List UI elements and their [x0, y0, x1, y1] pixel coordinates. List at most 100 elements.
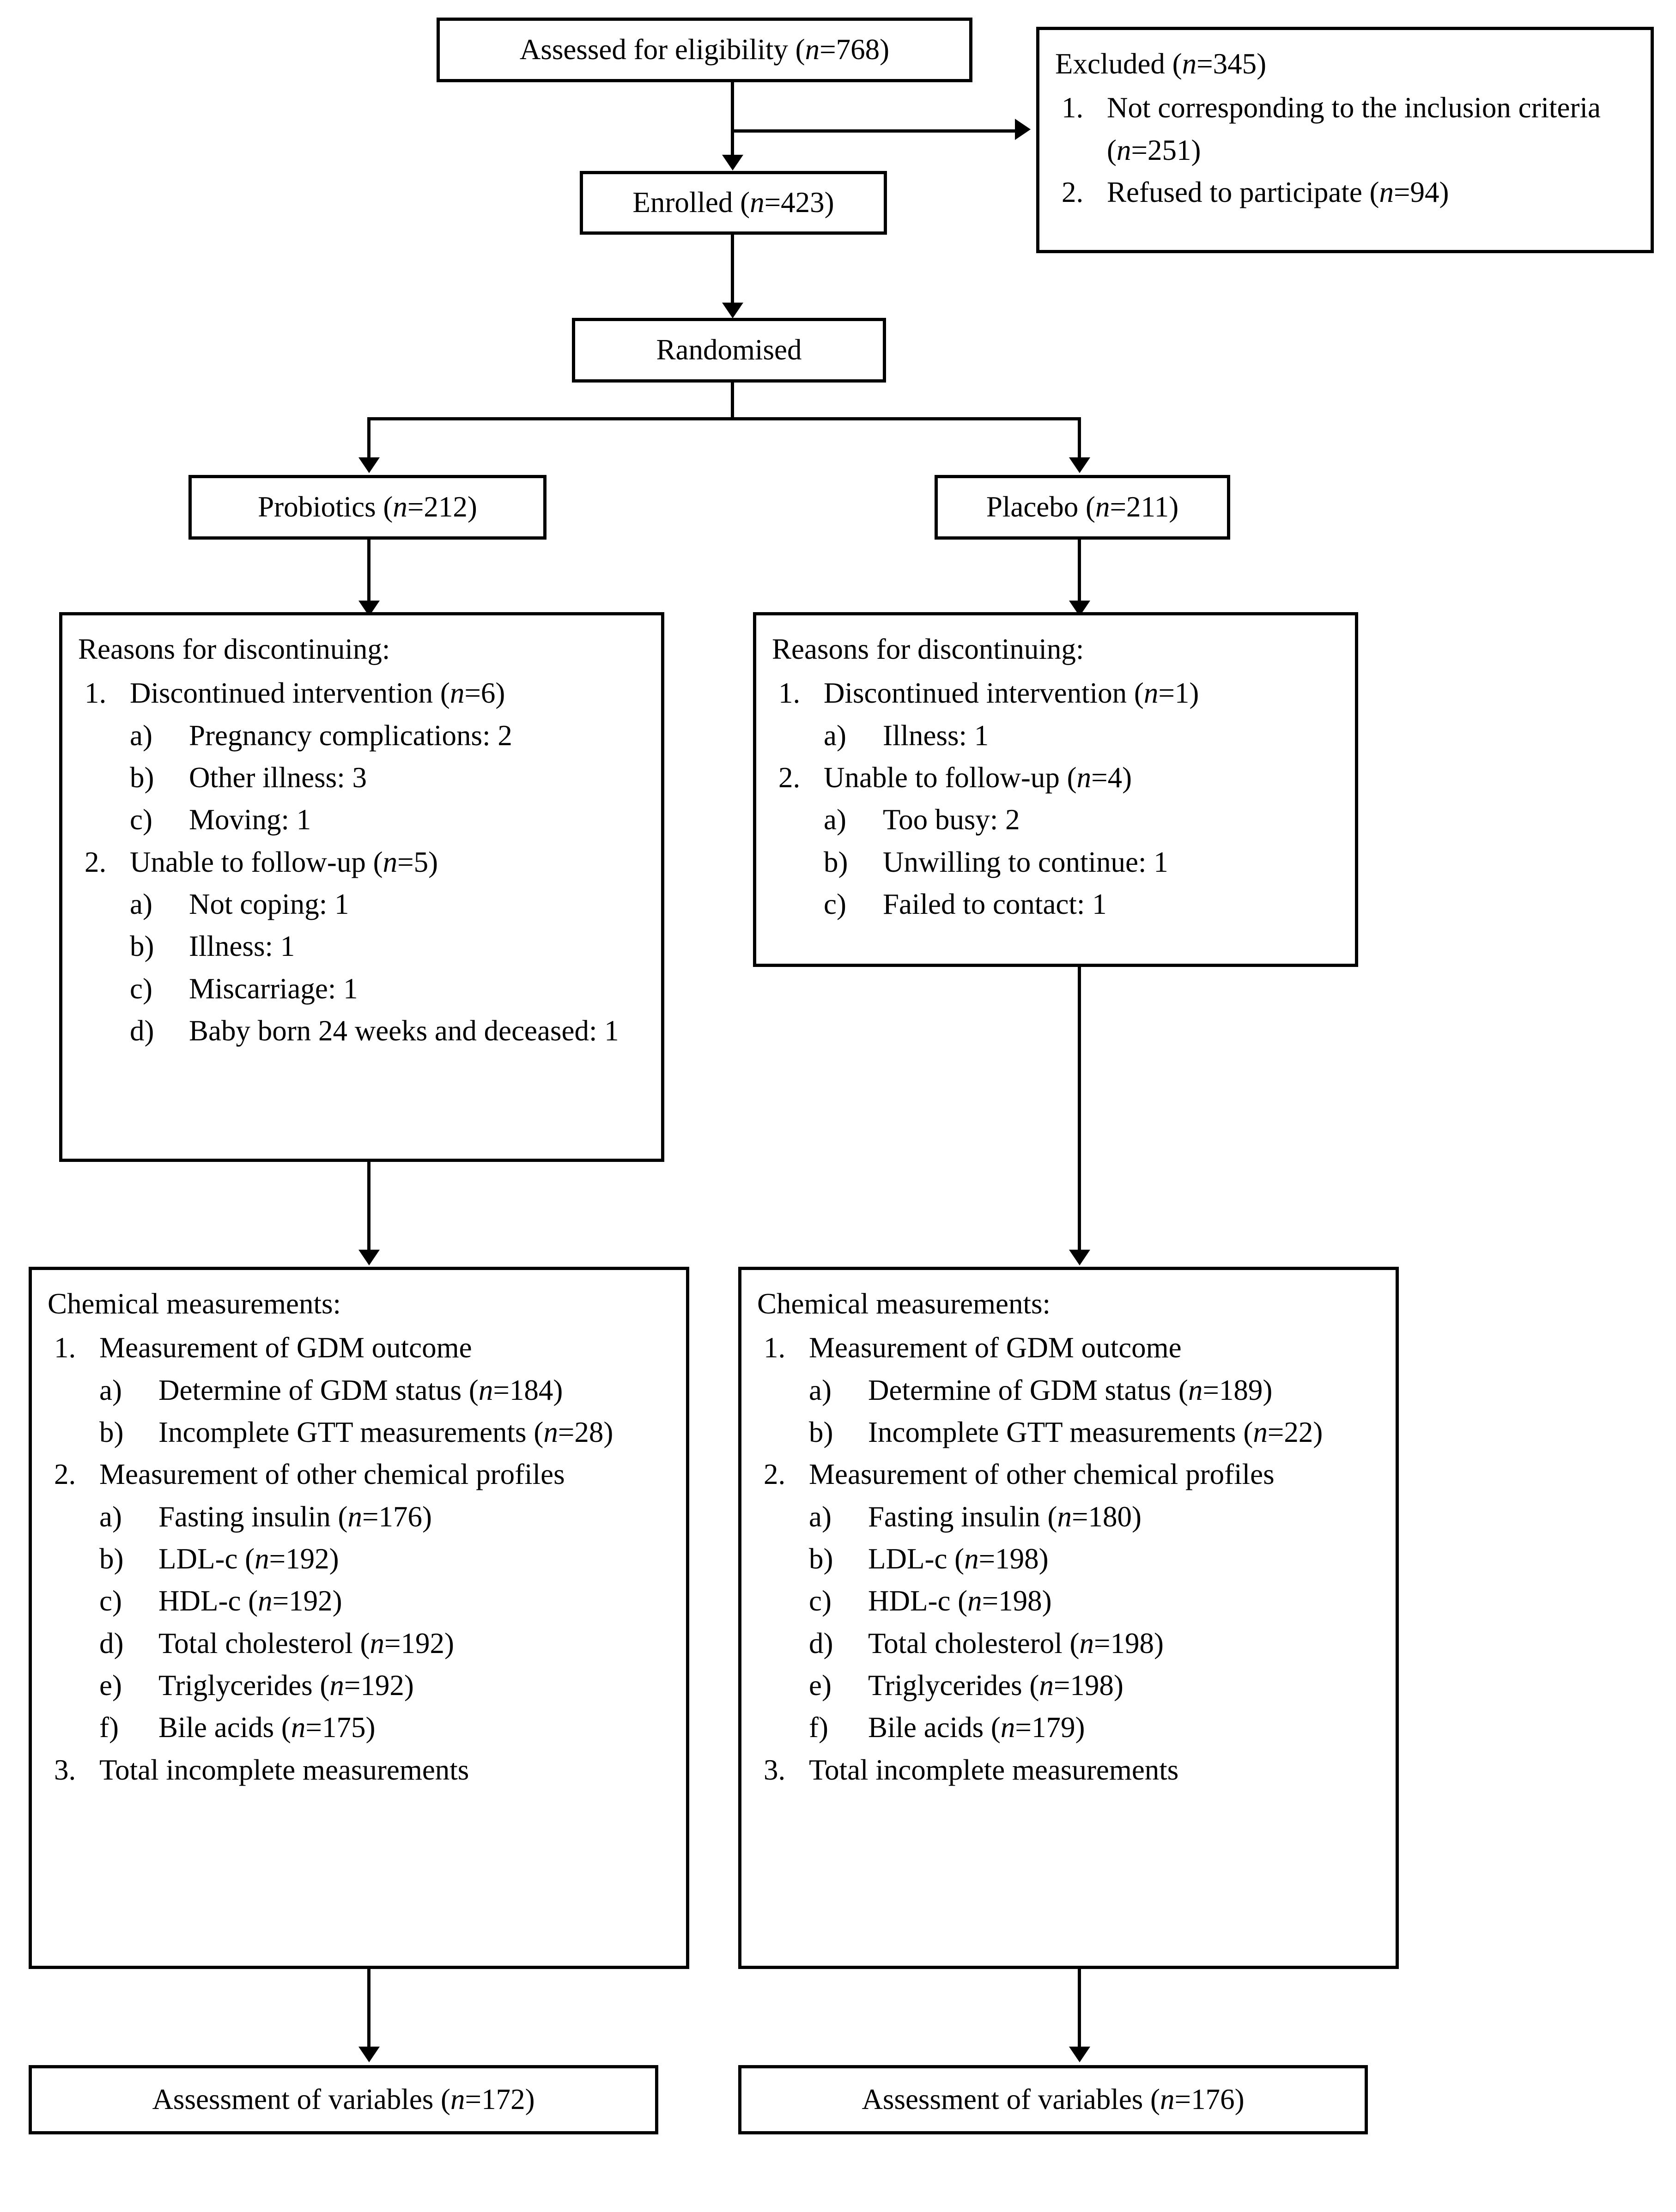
sub-list: a)Illness: 1 [824, 715, 1341, 757]
list-number: a) [99, 1500, 122, 1533]
node-placebo-measurements: Chemical measurements: 1.Measurement of … [738, 1267, 1399, 1969]
list-item: 2.Unable to follow-up (n=4) a)Too busy: … [772, 757, 1341, 925]
list-item: a)Too busy: 2 [824, 799, 1341, 841]
list-item: 1.Discontinued intervention (n=1) a)Illn… [772, 672, 1341, 757]
connector-placebo-to-discontinue [1078, 540, 1081, 607]
list-number: e) [809, 1669, 832, 1702]
list-number: b) [809, 1543, 833, 1575]
node-placebo-discontinuing: Reasons for discontinuing: 1.Discontinue… [753, 612, 1358, 967]
measurements-list: 1.Measurement of GDM outcome a)Determine… [757, 1327, 1382, 1791]
list-item: a)Fasting insulin (n=180) [809, 1496, 1382, 1538]
list-number: a) [99, 1373, 122, 1406]
sub-list: a)Determine of GDM status (n=184) b)Inco… [99, 1369, 672, 1454]
connector-randomised-down [731, 383, 734, 419]
list-number: e) [99, 1669, 122, 1702]
node-excluded: Excluded (n=345) 1.Not corresponding to … [1036, 27, 1654, 253]
sub-list: a)Fasting insulin (n=180) b)LDL-c (n=198… [809, 1496, 1382, 1749]
connector-split-horizontal [367, 417, 1081, 420]
node-excluded-list: 1.Not corresponding to the inclusion cri… [1055, 87, 1637, 213]
list-number: a) [824, 719, 846, 752]
node-probiotics-discontinuing: Reasons for discontinuing: 1.Discontinue… [59, 612, 664, 1162]
discontinuing-lead: Reasons for discontinuing: [772, 633, 1084, 665]
list-item: 2.Refused to participate (n=94) [1055, 171, 1637, 213]
sub-list: a)Pregnancy complications: 2 b)Other ill… [130, 715, 647, 841]
connector-enrolled-to-randomised [731, 235, 734, 309]
list-number: 1. [85, 677, 107, 710]
node-probiotics-measurements: Chemical measurements: 1.Measurement of … [29, 1267, 689, 1969]
discontinuing-list: 1.Discontinued intervention (n=1) a)Illn… [772, 672, 1341, 925]
list-item: 3.Total incomplete measurements [757, 1749, 1382, 1791]
list-number: 1. [1062, 91, 1084, 124]
node-placebo-assessment: Assessment of variables (n=176) [738, 2065, 1368, 2134]
list-item: c)HDL-c (n=192) [99, 1580, 672, 1622]
arrowhead-excluded [1015, 119, 1031, 140]
list-number: 2. [764, 1458, 786, 1491]
sub-list: a)Too busy: 2 b)Unwilling to continue: 1… [824, 799, 1341, 925]
list-item: f)Bile acids (n=179) [809, 1707, 1382, 1749]
list-number: c) [99, 1585, 122, 1617]
connector-probiotics-to-measurements [367, 1162, 370, 1261]
measurements-lead: Chemical measurements: [757, 1288, 1051, 1320]
arrowhead-enrolled [722, 155, 743, 170]
connector-placebo-to-measurements [1078, 967, 1081, 1261]
node-placebo: Placebo (n=211) [935, 475, 1230, 540]
list-number: a) [809, 1500, 832, 1533]
connector-placebo-to-assessment [1078, 1969, 1081, 2056]
arrowhead-randomised [722, 303, 743, 318]
list-item: 1.Measurement of GDM outcome a)Determine… [757, 1327, 1382, 1453]
arrowhead-probiotics [358, 457, 380, 473]
connector-probiotics-to-assessment [367, 1969, 370, 2056]
list-number: d) [130, 1015, 154, 1047]
sub-list: a)Determine of GDM status (n=189) b)Inco… [809, 1369, 1382, 1454]
node-randomised: Randomised [572, 318, 886, 383]
list-item: a)Illness: 1 [824, 715, 1341, 757]
list-item: f)Bile acids (n=175) [99, 1707, 672, 1749]
discontinuing-list: 1.Discontinued intervention (n=6) a)Preg… [78, 672, 647, 1052]
list-number: 2. [54, 1458, 76, 1491]
list-item: c)Moving: 1 [130, 799, 647, 841]
list-item: 2.Measurement of other chemical profiles… [757, 1453, 1382, 1749]
connector-split-right [1078, 417, 1081, 463]
connector-probiotics-to-discontinue [367, 540, 370, 607]
list-item: a)Determine of GDM status (n=189) [809, 1369, 1382, 1411]
list-number: a) [824, 803, 846, 836]
connector-assessed-to-enrolled [731, 82, 734, 161]
list-number: a) [130, 719, 152, 752]
list-number: 3. [54, 1753, 76, 1786]
connector-split-left [367, 417, 370, 463]
measurements-list: 1.Measurement of GDM outcome a)Determine… [48, 1327, 672, 1791]
list-number: b) [99, 1543, 124, 1575]
list-number: b) [130, 930, 154, 963]
list-number: c) [809, 1585, 832, 1617]
arrowhead-placebo [1069, 457, 1090, 473]
list-item: b)Incomplete GTT measurements (n=28) [99, 1411, 672, 1453]
list-item: d)Total cholesterol (n=192) [99, 1623, 672, 1665]
list-item: c)Miscarriage: 1 [130, 968, 647, 1010]
list-item: a)Determine of GDM status (n=184) [99, 1369, 672, 1411]
list-item: a)Fasting insulin (n=176) [99, 1496, 672, 1538]
connector-to-excluded [731, 129, 1017, 133]
node-placebo-label: Placebo (n=211) [986, 491, 1179, 523]
list-item: e)Triglycerides (n=198) [809, 1665, 1382, 1707]
list-number: c) [130, 803, 152, 836]
list-item: b)LDL-c (n=192) [99, 1538, 672, 1580]
node-probiotics-label: Probiotics (n=212) [258, 491, 477, 523]
node-excluded-title: Excluded (n=345) [1055, 48, 1267, 80]
list-item: b)Unwilling to continue: 1 [824, 841, 1341, 883]
discontinuing-lead: Reasons for discontinuing: [78, 633, 390, 665]
node-assessed-for-eligibility: Assessed for eligibility (n=768) [437, 18, 972, 82]
list-item: 3.Total incomplete measurements [48, 1749, 672, 1791]
arrowhead-probiotics-assessment [358, 2047, 380, 2062]
list-item: a)Not coping: 1 [130, 883, 647, 925]
list-item: 1.Not corresponding to the inclusion cri… [1055, 87, 1637, 171]
list-item: d)Baby born 24 weeks and deceased: 1 [130, 1010, 647, 1052]
list-item: 2.Unable to follow-up (n=5) a)Not coping… [78, 841, 647, 1052]
list-item: b)Other illness: 3 [130, 757, 647, 799]
list-item: b)LDL-c (n=198) [809, 1538, 1382, 1580]
list-item: b)Illness: 1 [130, 925, 647, 967]
list-item: a)Pregnancy complications: 2 [130, 715, 647, 757]
node-enrolled: Enrolled (n=423) [580, 171, 887, 235]
placebo-assessment-label: Assessment of variables (n=176) [862, 2083, 1245, 2116]
arrowhead-probiotics-measurements [358, 1250, 380, 1265]
arrowhead-placebo-measurements [1069, 1250, 1090, 1265]
